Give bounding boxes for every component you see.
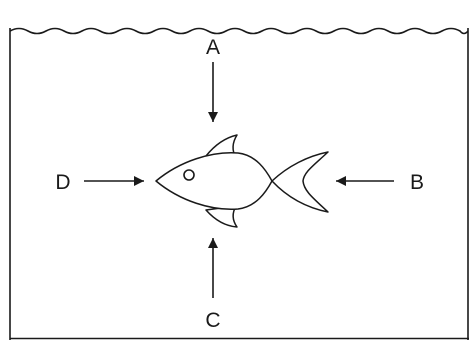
container-outline [9,28,469,340]
fish-eye [183,169,195,181]
fish-tail [271,151,329,213]
label-b: B [410,171,424,194]
label-a: A [206,36,220,59]
fish-body [155,152,273,210]
water-surface [9,27,469,35]
label-c: C [205,309,220,332]
fish [155,134,329,228]
label-d: D [55,171,70,194]
